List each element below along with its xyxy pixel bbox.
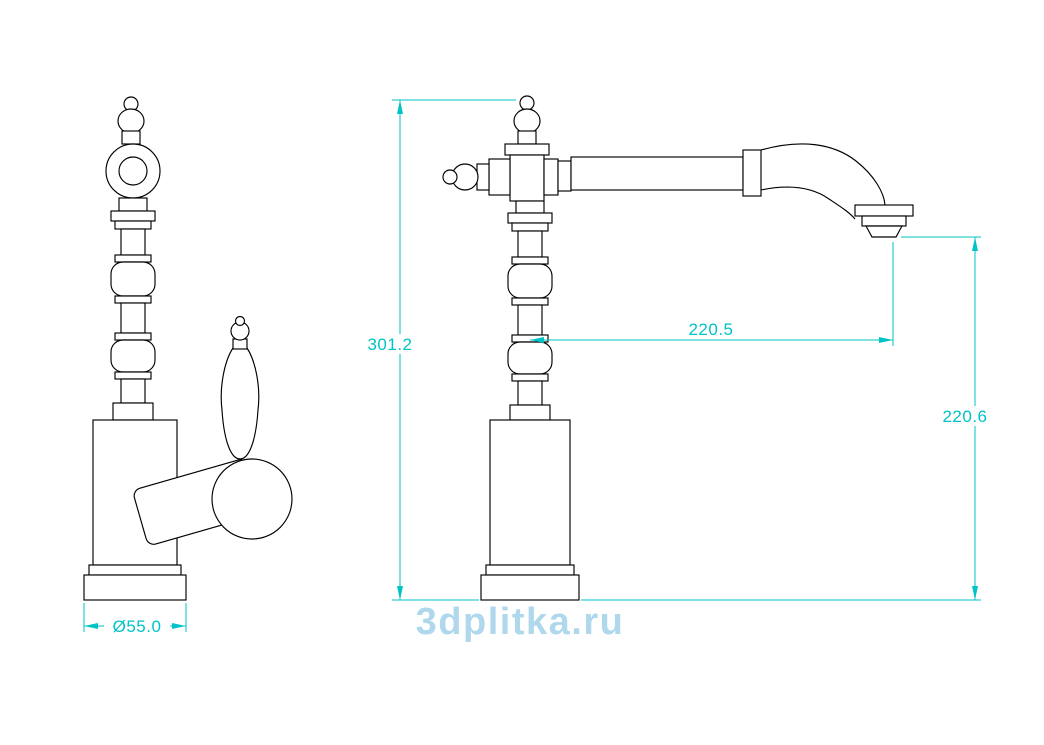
turning-segment — [511, 373, 549, 382]
handle-grip — [220, 347, 260, 460]
base-skirt — [83, 574, 187, 601]
handle-assembly — [133, 315, 293, 545]
spout — [570, 143, 914, 238]
arrow-icon — [972, 237, 978, 251]
turning-segment — [120, 378, 146, 404]
turning-segment — [112, 402, 154, 421]
spout-tube — [570, 156, 744, 191]
turning-segment — [110, 339, 156, 373]
turning-segment — [509, 404, 551, 421]
turning-segment — [511, 297, 549, 306]
finial-ball — [117, 108, 145, 134]
turning-segment — [511, 222, 549, 232]
turning-segment — [114, 220, 152, 230]
spout-flange — [543, 158, 559, 196]
turning-segment — [507, 212, 553, 224]
arrow-icon — [397, 100, 403, 114]
label-knockout — [363, 334, 417, 354]
tee-left-ring — [476, 163, 490, 191]
outlet-nozzle — [865, 225, 903, 238]
arrow-icon — [172, 623, 186, 629]
spout-curve-outer — [760, 143, 886, 206]
column-turnings — [507, 200, 553, 421]
finial-knob — [519, 95, 535, 111]
dimension-label-spout-reach: 220.5 — [688, 320, 733, 339]
turning-segment — [110, 210, 156, 222]
arrow-icon — [397, 586, 403, 600]
turning-segment — [120, 228, 146, 256]
dimensions: 301.2 220.5 220.6 Ø55.0 — [83, 99, 994, 636]
turning-segment — [120, 302, 146, 334]
arrow-icon — [84, 623, 98, 629]
tee-left-flange — [488, 158, 511, 196]
outlet-body — [861, 215, 907, 227]
arrow-icon — [879, 337, 893, 343]
turning-segment — [511, 256, 549, 265]
base-step — [485, 564, 575, 576]
turning-segment — [515, 200, 545, 214]
turning-segment — [517, 304, 543, 336]
turning-segment — [114, 371, 152, 380]
column-turnings — [110, 197, 156, 421]
tee-left-knob — [442, 169, 458, 185]
turning-segment — [110, 261, 156, 297]
finial-ball — [513, 108, 541, 134]
dimension-label-outlet-height: 220.6 — [942, 407, 987, 426]
turning-segment — [507, 341, 553, 375]
outlet-ring — [854, 204, 914, 217]
tee-body — [509, 154, 545, 202]
base-step — [88, 564, 182, 576]
front-view-drawing — [83, 96, 293, 601]
dimension-label-base-diameter: Ø55.0 — [113, 617, 162, 636]
turning-segment — [507, 263, 553, 299]
spout-ring-inner — [118, 156, 148, 186]
turning-segment — [517, 230, 543, 258]
arrow-icon — [972, 586, 978, 600]
faucet-body — [489, 419, 571, 566]
label-knockout — [936, 406, 994, 426]
turning-segment — [517, 380, 543, 406]
finial-neck — [121, 130, 141, 145]
base-skirt — [480, 574, 580, 601]
watermark: 3dplitka.ru — [416, 601, 625, 643]
spout-curve-inner — [760, 186, 856, 220]
arrow-icon — [530, 337, 544, 343]
turning-segment — [118, 197, 148, 212]
spout-collar — [742, 149, 762, 197]
tee-cap — [504, 143, 550, 156]
handle-grip-tip — [234, 315, 246, 327]
finial-neck — [517, 130, 537, 145]
dimension-label-overall-height: 301.2 — [367, 335, 412, 354]
turning-segment — [114, 254, 152, 263]
spout-flange-2 — [557, 160, 572, 192]
handle-joint-ball — [211, 458, 293, 540]
label-knockout — [104, 615, 170, 636]
turning-segment — [114, 295, 152, 304]
side-view-drawing — [442, 95, 914, 601]
turning-segment — [114, 332, 152, 341]
